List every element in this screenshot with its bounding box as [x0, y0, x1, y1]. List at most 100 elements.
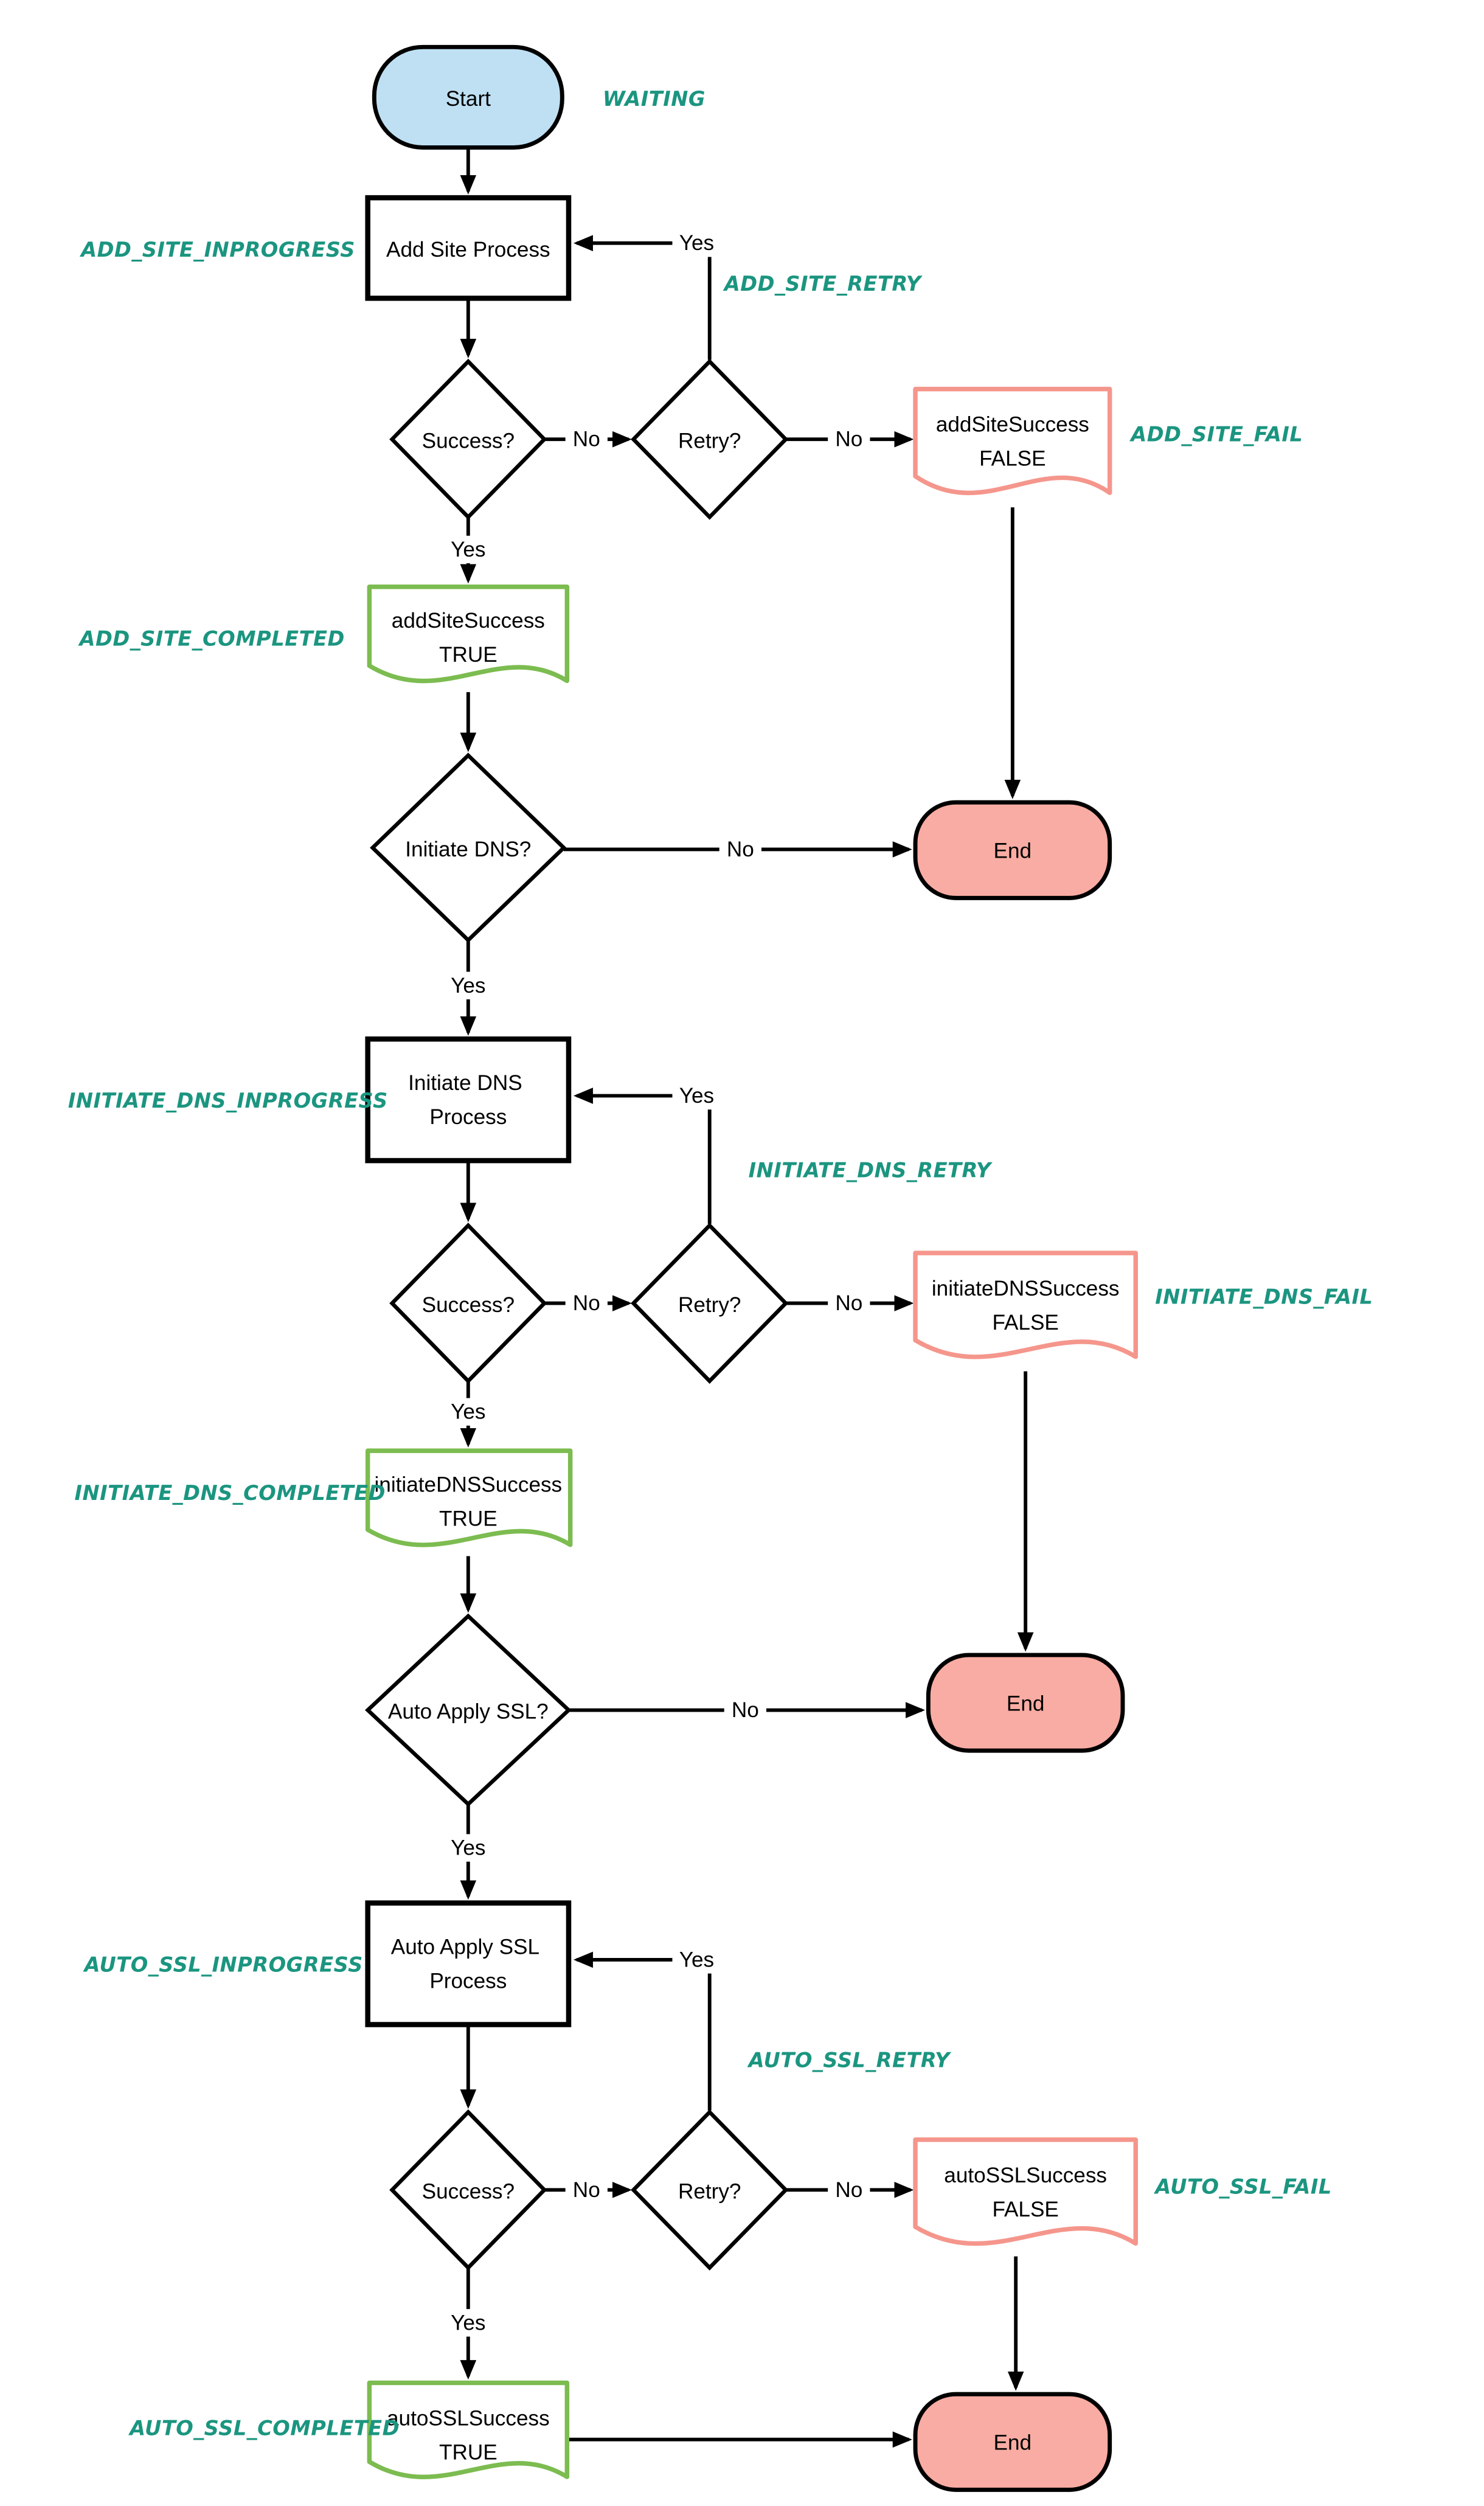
end2-node: [926, 1653, 1125, 1753]
initiate-dns-fail-doc-line1: initiateDNSSuccess: [932, 1277, 1120, 1300]
success2-decision-node: [389, 1223, 547, 1384]
retry2-decision-node: [631, 1223, 789, 1384]
no-ssl-bg: [724, 1696, 766, 1724]
add-site-process-label: Add Site Process: [386, 238, 550, 262]
initiate-dns-decision-label: Initiate DNS?: [405, 838, 531, 861]
yes2-bg: [443, 1398, 493, 1426]
add-site-process-node: [365, 195, 572, 301]
state-label-auto-ssl-completed: AUTO_SSL_COMPLETED: [128, 2417, 400, 2440]
success3-decision-node: [389, 2109, 547, 2271]
initiate-dns-true-doc-line1: initiateDNSSuccess: [375, 1473, 563, 1497]
yes2-elbow-bg: [672, 1081, 721, 1110]
auto-ssl-true-doc-node: [367, 2380, 570, 2479]
yes2-elbow-label: Yes: [679, 1084, 714, 1108]
yes1-bg: [443, 535, 493, 564]
state-label-auto-ssl-fail: AUTO_SSL_FAIL: [1153, 2175, 1332, 2199]
no3b-bg: [828, 2176, 870, 2204]
success2-label: Success?: [422, 1293, 515, 1317]
retry3-label: Retry?: [678, 2179, 741, 2203]
no3a-label: No: [573, 2178, 600, 2202]
state-label-auto-ssl-inprogress: AUTO_SSL_INPROGRESS: [83, 1952, 363, 1976]
yes-ssl-label: Yes: [451, 1836, 485, 1860]
no3b-label: No: [835, 2178, 862, 2202]
state-label-initiate-dns-inprogress: INITIATE_DNS_INPROGRESS: [68, 1089, 388, 1112]
auto-ssl-process-node: [365, 1900, 572, 2027]
initiate-dns-process-line1: Initiate DNS: [408, 1071, 522, 1095]
end2-label: End: [1007, 1692, 1045, 1715]
state-label-add-site-inprogress: ADD_SITE_INPROGRESS: [79, 238, 355, 262]
yes1-elbow-label: Yes: [679, 231, 714, 255]
success1-label: Success?: [422, 429, 515, 453]
auto-ssl-decision-label: Auto Apply SSL?: [388, 1700, 549, 1724]
yes3-bg: [443, 2309, 493, 2337]
add-site-fail-doc-node: [913, 386, 1112, 495]
state-label-add-site-completed: ADD_SITE_COMPLETED: [78, 626, 345, 650]
start-label: Start: [446, 87, 491, 111]
state-label-add-site-retry: ADD_SITE_RETRY: [723, 272, 923, 296]
state-label-waiting: WAITING: [603, 87, 706, 111]
initiate-dns-process-line2: Process: [429, 1105, 507, 1129]
retry2-label: Retry?: [678, 1293, 741, 1317]
yes3-elbow-bg: [672, 1946, 721, 1974]
end1-label: End: [994, 839, 1032, 863]
no1b-label: No: [835, 428, 862, 451]
initiate-dns-fail-doc-line2: FALSE: [992, 1311, 1058, 1335]
auto-ssl-fail-doc-line2: FALSE: [992, 2198, 1058, 2221]
start-node: [372, 44, 564, 150]
auto-ssl-fail-doc-node: [913, 2137, 1139, 2246]
no1a-label: No: [573, 428, 600, 451]
state-label-initiate-dns-retry: INITIATE_DNS_RETRY: [749, 1159, 993, 1182]
add-site-true-doc-node: [367, 584, 570, 684]
initiate-dns-process-node: [365, 1036, 572, 1164]
auto-ssl-process-label: Auto Apply SSL Process: [391, 1935, 546, 1993]
no1a-bg: [565, 425, 608, 453]
no-dns-label: No: [727, 838, 754, 861]
state-label-add-site-fail: ADD_SITE_FAIL: [1129, 423, 1303, 446]
retry3-decision-node: [631, 2109, 789, 2271]
yes1-elbow-bg: [672, 229, 721, 257]
no2a-label: No: [573, 1291, 600, 1315]
no2a-bg: [565, 1289, 608, 1317]
no2b-bg: [828, 1289, 870, 1317]
initiate-dns-true-doc-line2: TRUE: [439, 1507, 498, 1531]
auto-ssl-decision-node: [364, 1613, 572, 1807]
auto-ssl-fail-doc-line1: autoSSLSuccess: [944, 2164, 1107, 2187]
auto-ssl-process-line2: Process: [429, 1969, 507, 1993]
add-site-true-doc-line2: TRUE: [439, 643, 498, 667]
yes3-elbow-label: Yes: [679, 1948, 714, 1971]
no3a-bg: [565, 2176, 608, 2204]
success1-decision-node: [389, 358, 547, 520]
yes-ssl-bg: [443, 1834, 493, 1862]
state-label-initiate-dns-fail: INITIATE_DNS_FAIL: [1155, 1285, 1373, 1308]
retry1-label: Retry?: [678, 429, 741, 453]
auto-ssl-true-doc-line2: TRUE: [439, 2441, 498, 2465]
end1-node: [913, 800, 1112, 900]
state-label-initiate-dns-completed: INITIATE_DNS_COMPLETED: [75, 1481, 386, 1505]
retry1-decision-node: [631, 358, 789, 520]
no-dns-bg: [719, 835, 761, 864]
initiate-dns-fail-doc-node: [913, 1251, 1139, 1359]
end3-node: [913, 2392, 1112, 2492]
yes3-label: Yes: [451, 2311, 485, 2334]
add-site-fail-doc-line2: FALSE: [979, 447, 1045, 471]
edge-labels: Yes No No Yes No Yes Yes No No Yes No Ye…: [443, 229, 870, 2337]
nodes: Start Add Site Process Success? Retry? a…: [364, 44, 1139, 2492]
initiate-dns-decision-node: [370, 752, 567, 943]
no1b-bg: [828, 425, 870, 453]
initiate-dns-process-label: Initiate DNS Process: [408, 1071, 528, 1129]
auto-ssl-true-doc-line1: autoSSLSuccess: [387, 2407, 550, 2431]
state-labels: WAITING ADD_SITE_INPROGRESS ADD_SITE_RET…: [68, 87, 1373, 2440]
no2b-label: No: [835, 1291, 862, 1315]
no-ssl-label: No: [732, 1698, 759, 1722]
auto-ssl-process-line1: Auto Apply SSL: [391, 1935, 539, 1959]
yes-dns-label: Yes: [451, 974, 485, 998]
initiate-dns-true-doc-node: [365, 1448, 573, 1547]
state-label-auto-ssl-retry: AUTO_SSL_RETRY: [747, 2049, 952, 2072]
success3-label: Success?: [422, 2179, 515, 2203]
add-site-fail-doc-line1: addSiteSuccess: [936, 413, 1089, 437]
yes-dns-bg: [443, 971, 493, 999]
add-site-true-doc-line1: addSiteSuccess: [392, 609, 545, 633]
